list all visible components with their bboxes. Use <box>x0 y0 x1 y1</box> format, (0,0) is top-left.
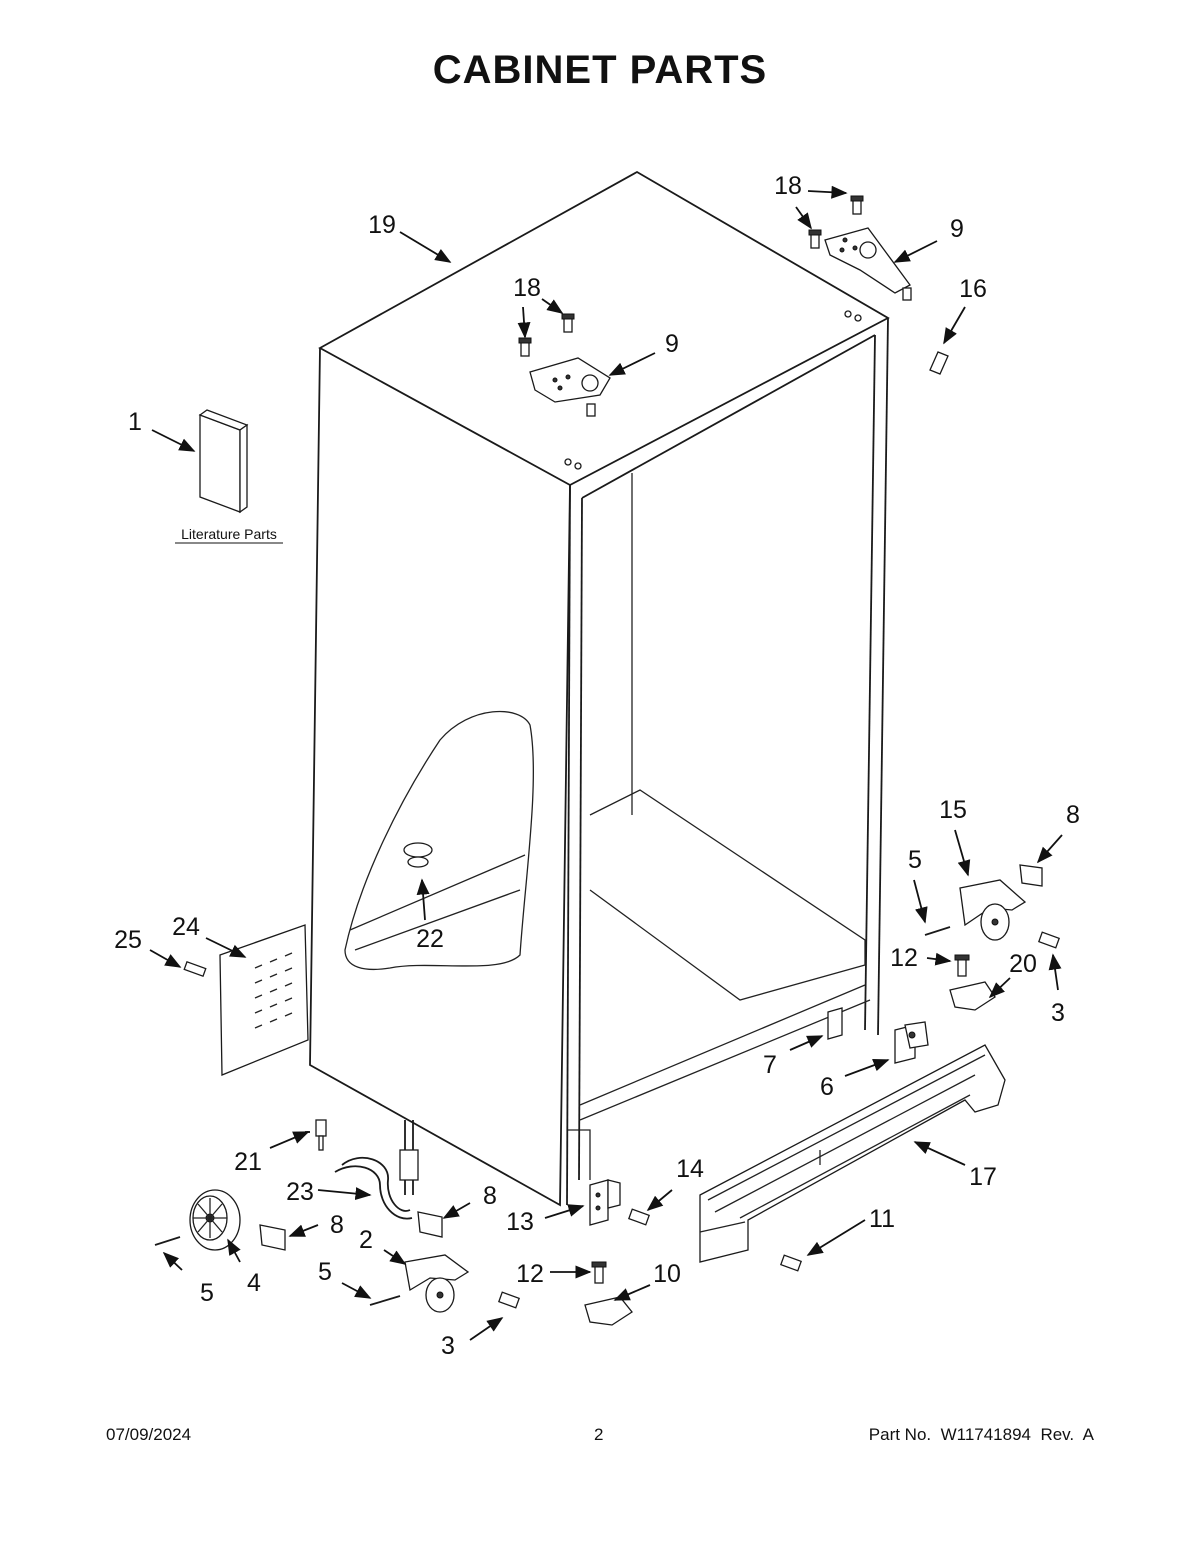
roller-axle-pin-center <box>369 1295 401 1306</box>
shim-pad-left <box>259 1224 286 1251</box>
upper-hinge-right <box>824 227 912 301</box>
callout-13: 13 <box>506 1208 534 1236</box>
footer-page-number: 2 <box>594 1425 604 1444</box>
page-title: CABINET PARTS <box>432 48 768 92</box>
callout-9: 9 <box>950 215 964 243</box>
leveler-bracket-right <box>949 981 996 1011</box>
callout-24: 24 <box>172 913 200 941</box>
callout-9: 9 <box>665 330 679 358</box>
rear-grille-part <box>219 924 309 1076</box>
callout-1: 1 <box>128 408 142 436</box>
cabinet-body <box>309 170 890 1207</box>
water-tube-part <box>334 1120 419 1220</box>
lower-hinge-screw <box>627 1208 651 1226</box>
callout-18: 18 <box>513 274 541 302</box>
base-grille-part <box>699 1044 1006 1263</box>
callout-19: 19 <box>368 211 396 239</box>
grille-screw-part <box>183 960 207 978</box>
hinge-screw-18d <box>850 195 864 215</box>
right-roller-bracket <box>959 879 1027 941</box>
callout-10: 10 <box>653 1260 681 1288</box>
upper-hinge-left <box>529 357 611 417</box>
literature-part <box>198 409 249 514</box>
callout-17: 17 <box>969 1163 997 1191</box>
callout-4: 4 <box>247 1269 261 1297</box>
callout-15: 15 <box>939 796 967 824</box>
callout-14: 14 <box>676 1155 704 1183</box>
callout-6: 6 <box>820 1073 834 1101</box>
callout-2: 2 <box>359 1226 373 1254</box>
left-roller-wheel-part <box>189 1189 241 1251</box>
callout-labels: 1 19 18 9 18 9 16 25 24 22 21 23 5 4 8 5… <box>114 172 1080 1360</box>
hinge-screw-18a <box>518 337 532 357</box>
callout-20: 20 <box>1009 950 1037 978</box>
bracket-screw-left <box>497 1291 521 1309</box>
callout-5: 5 <box>908 846 922 874</box>
hinge-screw-18c <box>808 229 822 249</box>
callout-25: 25 <box>114 926 142 954</box>
hinge-screw-18b <box>561 313 575 333</box>
leveler-screw-right <box>954 954 970 977</box>
callout-5: 5 <box>318 1258 332 1286</box>
callout-3: 3 <box>1051 999 1065 1027</box>
callout-23: 23 <box>286 1178 314 1206</box>
lower-hinge-right <box>894 1021 929 1064</box>
callout-8: 8 <box>330 1211 344 1239</box>
roller-axle-pin-right <box>924 926 951 936</box>
shim-pad-right <box>1019 864 1043 887</box>
drain-grommet-part <box>403 842 433 858</box>
callout-11: 11 <box>869 1205 895 1233</box>
cabinet-cutaway <box>344 710 535 971</box>
wire-connector-part <box>827 1007 843 1040</box>
roller-bracket-left <box>404 1254 470 1313</box>
callout-5: 5 <box>200 1279 214 1307</box>
bracket-screw-right <box>1037 931 1061 949</box>
hinge-cap-part <box>929 351 949 375</box>
base-grille-screw <box>779 1254 803 1272</box>
callout-22: 22 <box>416 925 444 953</box>
shim-pad-center <box>417 1211 443 1238</box>
roller-axle-pin-left <box>154 1236 181 1246</box>
callout-3: 3 <box>441 1332 455 1360</box>
callout-8: 8 <box>1066 801 1080 829</box>
literature-parts-label: Literature Parts <box>181 526 277 542</box>
callout-8: 8 <box>483 1182 497 1210</box>
leveler-bracket-left <box>584 1261 633 1326</box>
callout-arrows <box>149 185 1063 1341</box>
footer-part-number: Part No. W11741894 Rev. A <box>868 1425 1094 1444</box>
callout-16: 16 <box>959 275 987 303</box>
callout-12: 12 <box>516 1260 544 1288</box>
water-valve-screw-part <box>315 1119 327 1151</box>
callout-7: 7 <box>763 1051 777 1079</box>
callout-12: 12 <box>890 944 918 972</box>
callout-21: 21 <box>234 1148 262 1176</box>
lower-hinge-bracket <box>589 1179 621 1226</box>
callout-18: 18 <box>774 172 802 200</box>
footer-date: 07/09/2024 <box>106 1425 192 1444</box>
